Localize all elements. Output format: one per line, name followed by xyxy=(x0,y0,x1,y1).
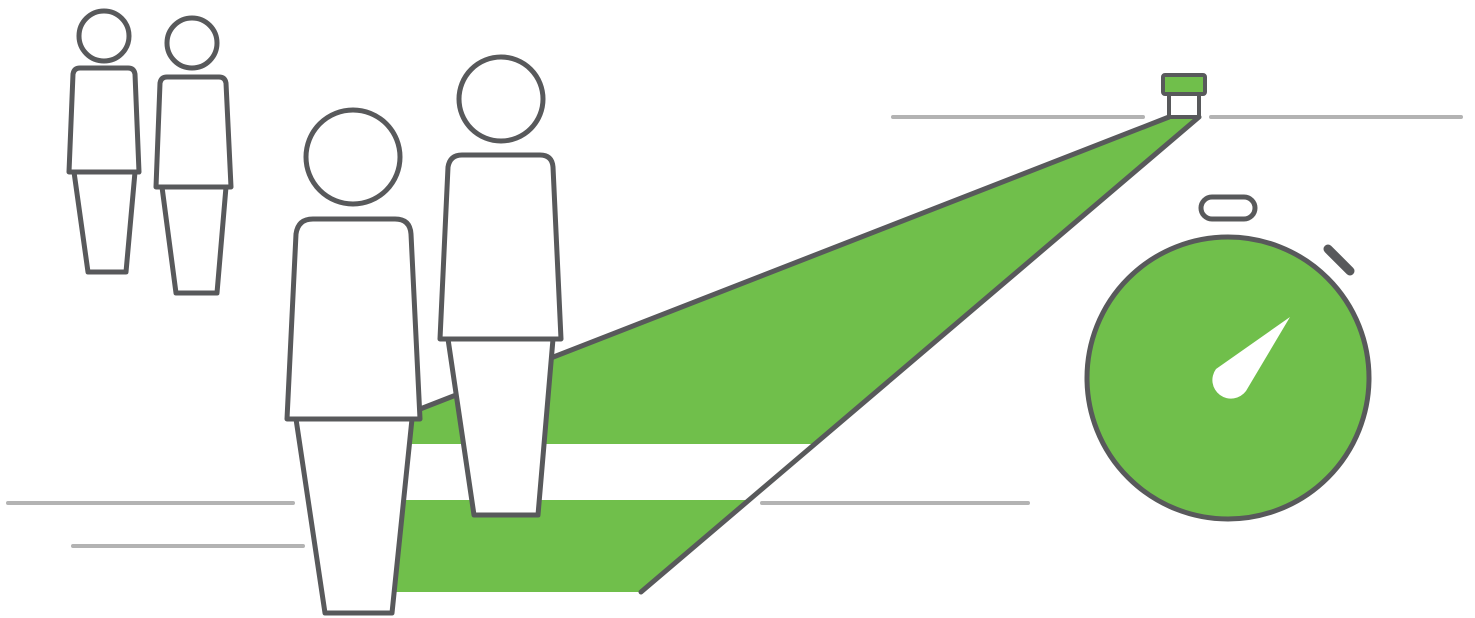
stopwatch-button xyxy=(1198,194,1258,222)
person-head xyxy=(164,15,220,71)
person-foreground-front xyxy=(284,107,423,616)
stopwatch-side-button xyxy=(1323,244,1355,276)
person-legs xyxy=(71,169,138,275)
stopwatch-icon xyxy=(1084,194,1372,522)
floor-lines xyxy=(6,115,1463,548)
ceiling-sensor-icon xyxy=(1161,73,1207,119)
sensor-cap xyxy=(1161,73,1207,96)
stopwatch-hand xyxy=(1212,317,1290,399)
person-legs xyxy=(159,184,229,296)
person-torso xyxy=(437,152,564,342)
person-legs xyxy=(445,336,556,518)
person-background-right xyxy=(153,15,234,296)
person-torso xyxy=(66,65,142,175)
person-foreground-back xyxy=(437,54,564,518)
person-head xyxy=(456,54,546,144)
person-background-left xyxy=(66,8,142,275)
beam-gap-stripe xyxy=(390,444,830,500)
person-torso xyxy=(153,74,234,190)
sensor-body xyxy=(1167,92,1201,119)
person-torso xyxy=(284,216,423,422)
beam-edge-bottom xyxy=(638,114,1202,595)
person-legs xyxy=(293,416,415,616)
person-head xyxy=(76,8,132,64)
person-head xyxy=(303,107,403,207)
